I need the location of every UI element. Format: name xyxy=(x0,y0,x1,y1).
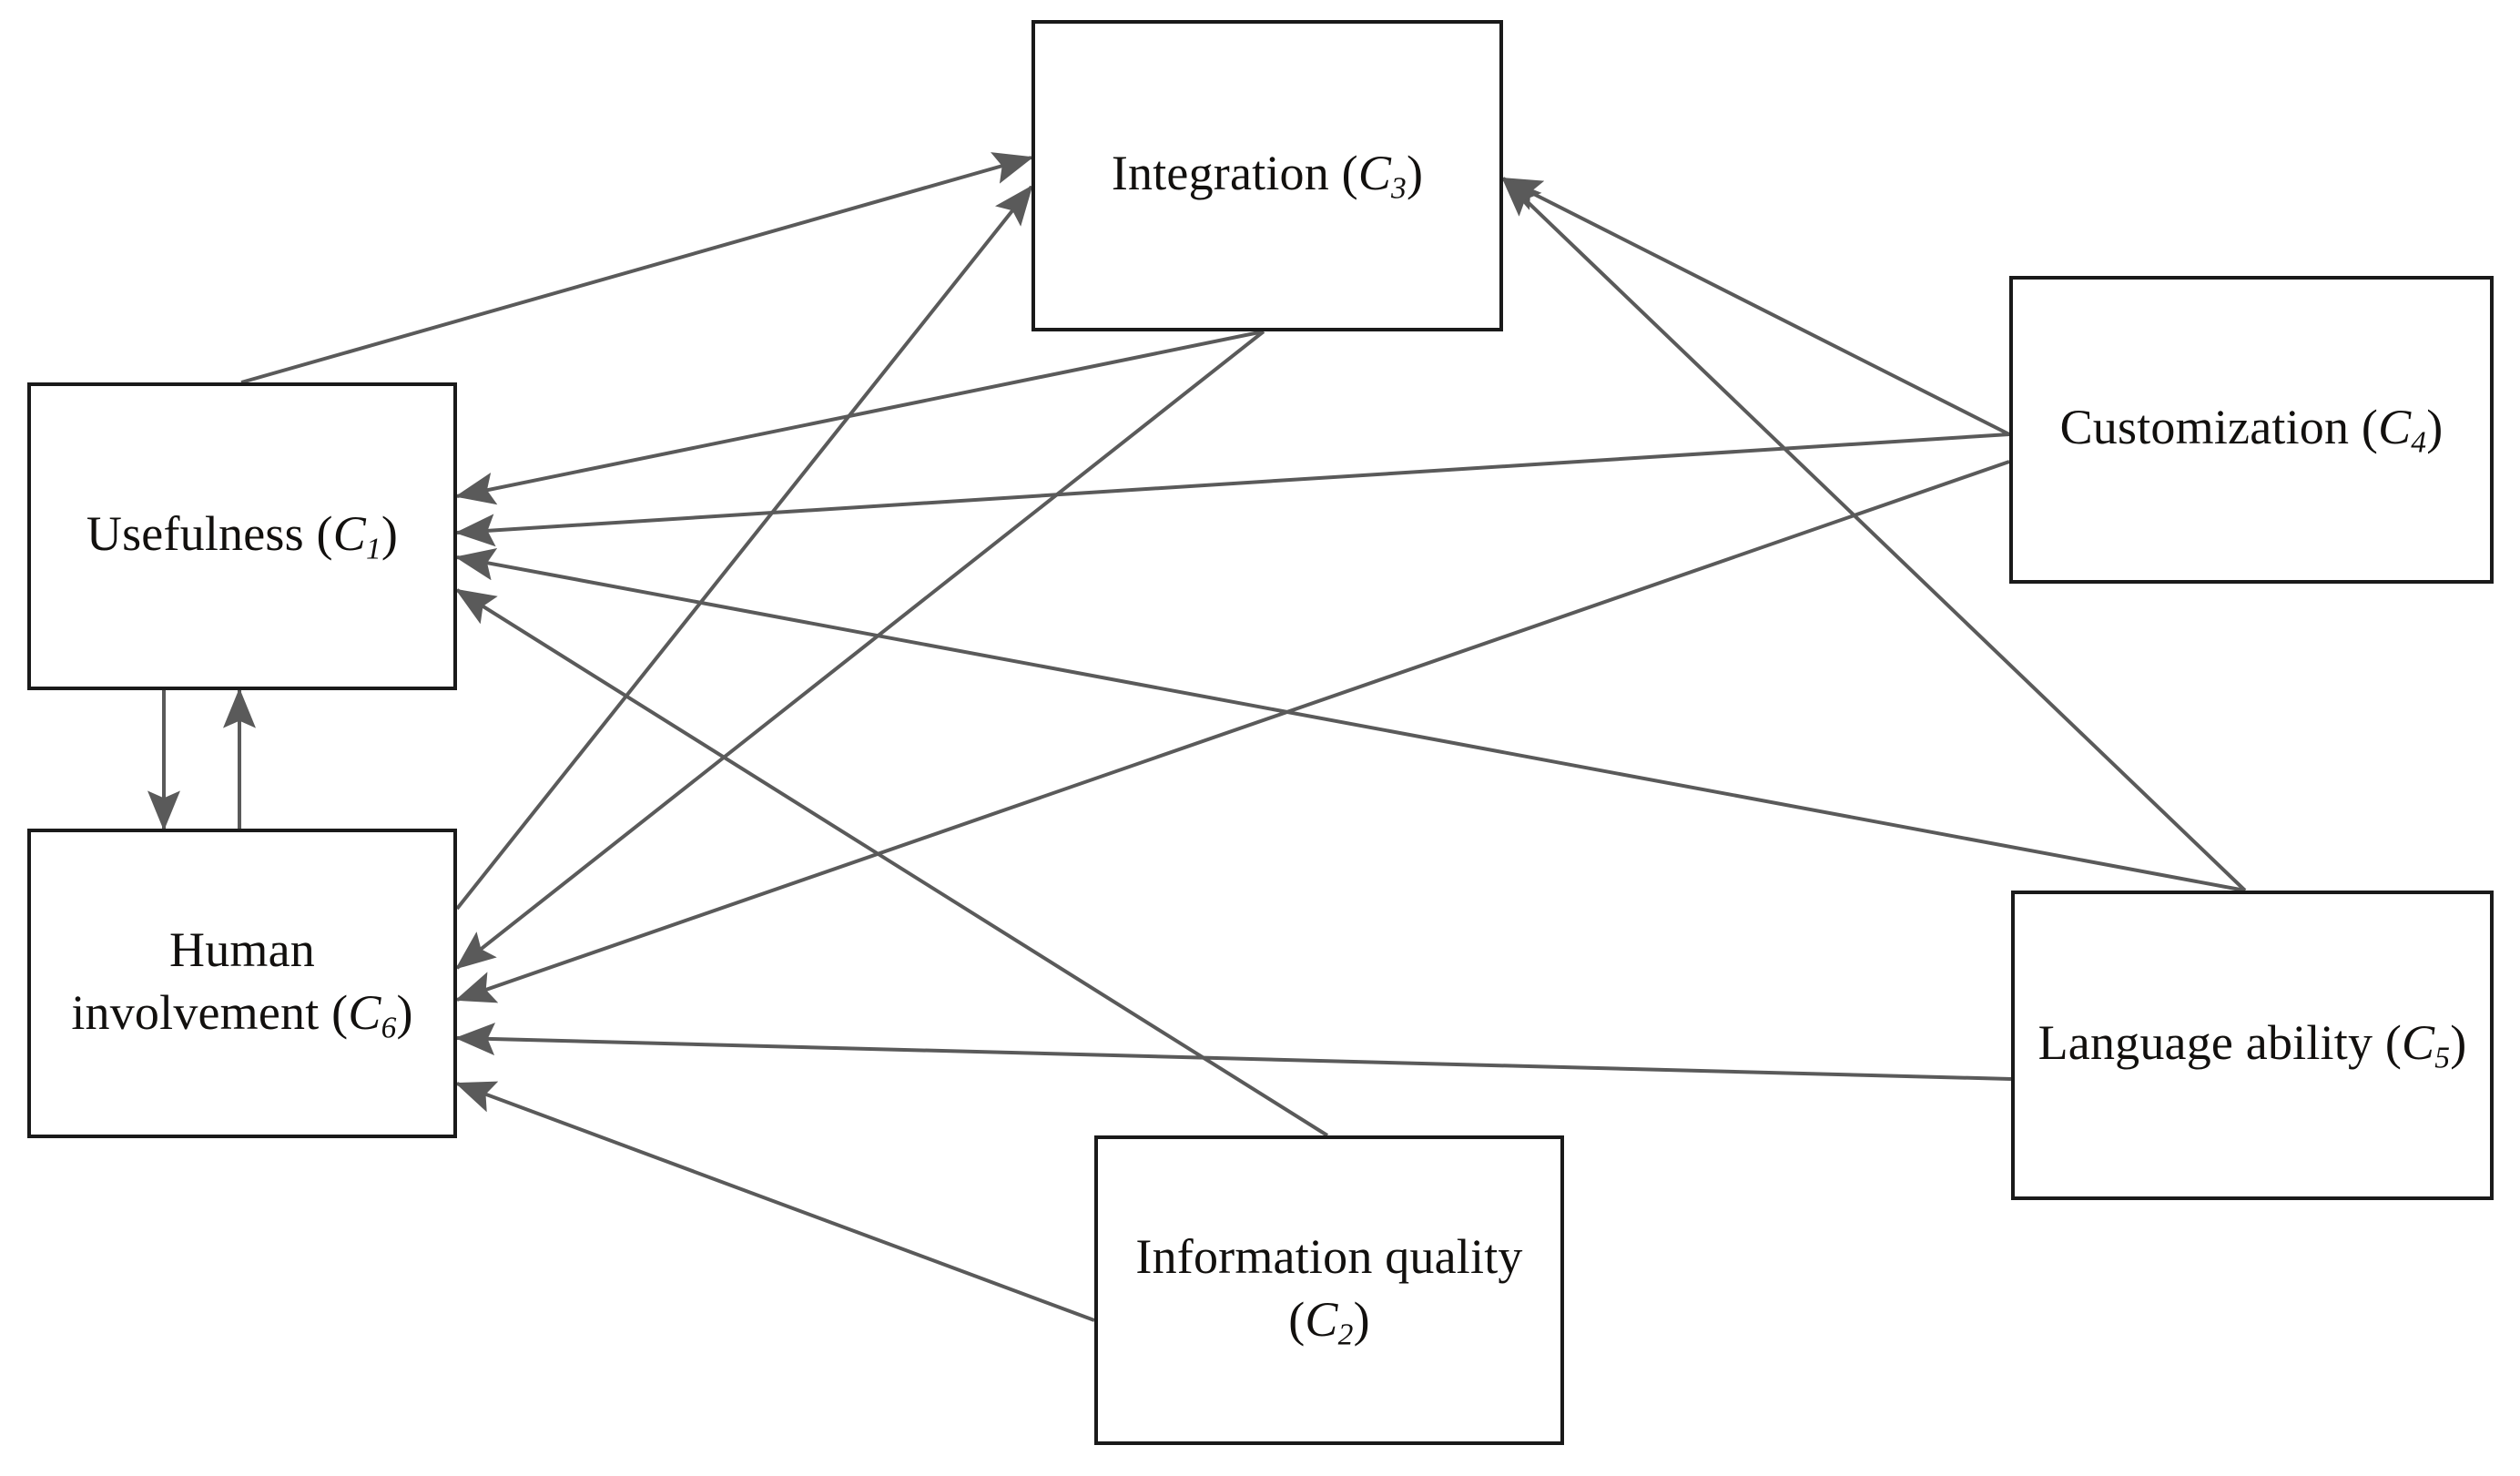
edge-customization-to-usefulness xyxy=(454,433,2010,547)
node-label-information-quality: Information quality (C2) xyxy=(1135,1228,1523,1352)
node-label-customization: Customization (C4) xyxy=(2059,400,2444,460)
node-label-human-involvement: Human involvement (C6) xyxy=(71,921,413,1045)
edge-language-ability-to-human-involvement xyxy=(454,1023,2012,1081)
node-label-language-ability: Language ability (C5) xyxy=(2037,1015,2467,1075)
node-human-involvement[interactable]: Human involvement (C6) xyxy=(27,829,457,1138)
edge-integration-to-usefulness xyxy=(454,330,1265,505)
node-integration[interactable]: Integration (C3) xyxy=(1031,20,1503,331)
edge-customization-to-integration xyxy=(1500,177,2010,436)
edge-usefulness-to-integration xyxy=(240,152,1034,384)
node-label-usefulness: Usefulness (C1) xyxy=(86,506,399,566)
edge-human-involvement-to-integration xyxy=(455,185,1033,911)
edge-integration-to-human-involvement xyxy=(455,330,1265,970)
edges-group xyxy=(147,152,2247,1322)
edge-language-ability-to-usefulness xyxy=(454,547,2246,892)
node-information-quality[interactable]: Information quality (C2) xyxy=(1094,1135,1564,1445)
edge-information-quality-to-usefulness xyxy=(454,588,1329,1137)
edge-language-ability-to-integration xyxy=(1501,177,2247,892)
edge-information-quality-to-human-involvement xyxy=(454,1081,1095,1322)
node-language-ability[interactable]: Language ability (C5) xyxy=(2011,891,2494,1200)
node-label-integration: Integration (C3) xyxy=(1111,146,1424,206)
node-customization[interactable]: Customization (C4) xyxy=(2009,276,2494,584)
edge-customization-to-human-involvement xyxy=(454,460,2010,1003)
node-usefulness[interactable]: Usefulness (C1) xyxy=(27,382,457,690)
